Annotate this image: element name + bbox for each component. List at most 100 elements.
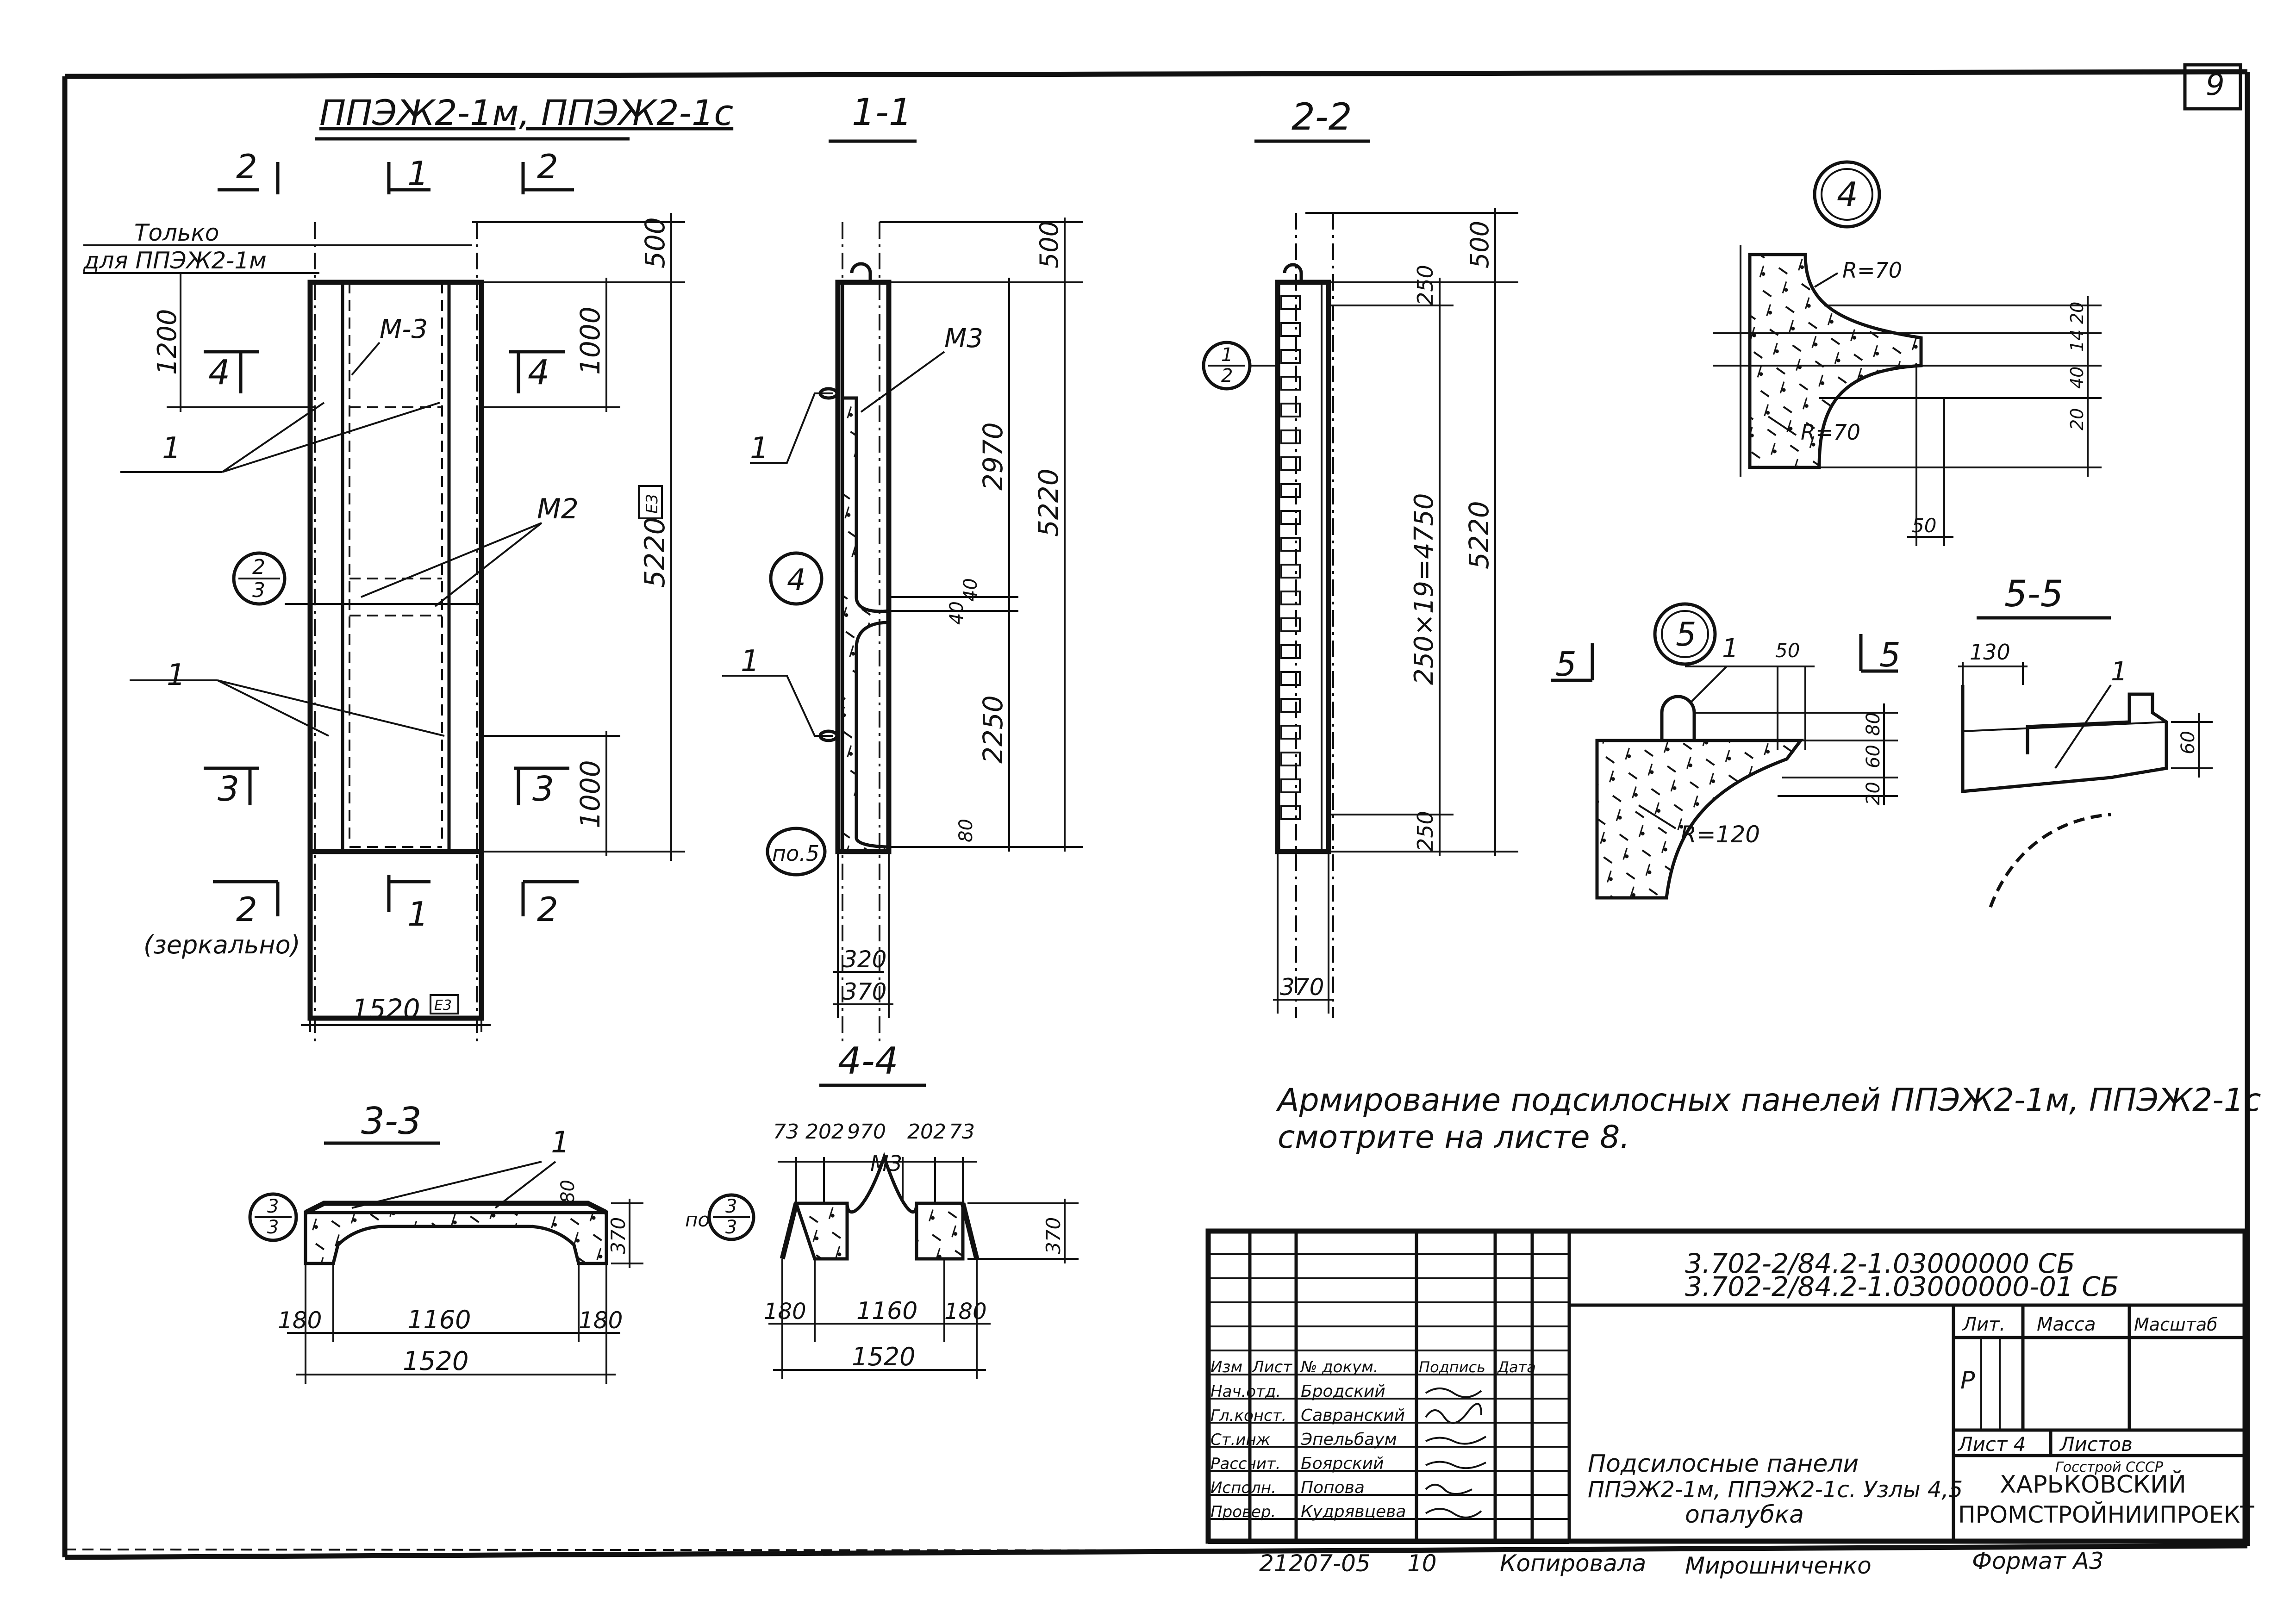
- dim-130: 130: [1970, 640, 2010, 665]
- doc-title-3: опалубка: [1685, 1501, 1804, 1529]
- dim-80: 80: [1863, 712, 1884, 736]
- radius-r120: R=120: [1680, 821, 1760, 848]
- dim-20a: 20: [2067, 302, 2087, 324]
- doc-code-2: 3.702-2/84.2-1.03000000-01 СБ: [1685, 1271, 2119, 1302]
- section-3-3: 3-3 3 3 1 80 370 180 1160 180 1520: [248, 1100, 643, 1384]
- dim-40: 40: [2067, 367, 2087, 389]
- signatures: [1425, 1388, 1487, 1518]
- sheet-frame: 9: [62, 63, 2250, 1560]
- rib-mark: [1280, 483, 1301, 498]
- rib-mark: [1280, 671, 1301, 686]
- dim-1520: 1520: [403, 1346, 469, 1376]
- dim-14: 14: [2067, 330, 2087, 352]
- org-name-2: ПРОМСТРОЙНИИПРОЕКТ: [1958, 1501, 2254, 1528]
- label-mass: Масса: [2037, 1314, 2096, 1335]
- note-line-1: Армирование подсилосных панелей ППЭЖ2-1м…: [1276, 1082, 2261, 1119]
- cut-mark-2-bottom-right: 2: [537, 890, 558, 929]
- dim-80: 80: [955, 819, 977, 842]
- dim-370: 370: [1042, 1217, 1065, 1254]
- role-3: Рассчит.: [1210, 1455, 1281, 1473]
- dim-500: 500: [1035, 221, 1064, 268]
- label-scale: Масштаб: [2134, 1314, 2218, 1335]
- radius-r70-top: R=70: [1842, 258, 1902, 283]
- rib-row: [1280, 295, 1301, 820]
- node-5: 5 5 5 1 50 80 60 20 R=120: [1551, 602, 1901, 900]
- label-m2: М2: [537, 493, 579, 525]
- dim-5220: 5220: [1463, 501, 1495, 569]
- ref-prefix-po: по: [685, 1208, 710, 1231]
- section-33-title: 3-3: [361, 1100, 422, 1143]
- note-line-2: смотрите на листе 8.: [1278, 1119, 1630, 1156]
- footer-inv: 21207-05: [1259, 1550, 1371, 1577]
- cut-mark-2-top-left: 2: [236, 147, 257, 186]
- dim-73-left: 73: [773, 1120, 799, 1144]
- cut-mark-3-left: 3: [218, 769, 239, 809]
- label-pos1-lower: 1: [741, 644, 760, 678]
- section-22-title: 2-2: [1292, 95, 1352, 138]
- rib-mark: [1280, 752, 1301, 766]
- rib-mark: [1280, 778, 1301, 793]
- hdr-list: Лист: [1251, 1358, 1292, 1376]
- dim-20: 20: [1863, 782, 1884, 805]
- dim-50: 50: [1775, 639, 1800, 662]
- sheet-number: 9: [2206, 68, 2225, 102]
- label-pos1: 1: [1722, 634, 1739, 664]
- dim-1160: 1160: [407, 1305, 471, 1334]
- label-pos1-lower: 1: [167, 658, 186, 692]
- rib-mark: [1280, 725, 1301, 740]
- name-3: Боярский: [1301, 1454, 1384, 1473]
- name-1: Савранский: [1301, 1406, 1405, 1425]
- ref-3-den: 3: [725, 1217, 737, 1238]
- footer-copier: Мирошниченко: [1685, 1552, 1872, 1579]
- dim-320: 320: [842, 946, 886, 973]
- dim-2970: 2970: [977, 422, 1009, 491]
- dim-60: 60: [2177, 731, 2199, 754]
- footer-copied: Копировала: [1500, 1550, 1646, 1577]
- dim-180-left: 180: [764, 1299, 806, 1325]
- role-1: Гл.конст.: [1210, 1406, 1286, 1425]
- dim-80: 80: [557, 1180, 579, 1203]
- label-pos1-upper: 1: [162, 431, 181, 466]
- label-lit: Лит.: [1962, 1314, 2005, 1335]
- dim-20b: 20: [2067, 408, 2087, 430]
- sheets-total: Листов: [2059, 1433, 2133, 1456]
- rib-mark: [1280, 376, 1301, 391]
- dim-370: 370: [1280, 974, 1324, 1001]
- dim-5220: 5220: [639, 517, 671, 588]
- name-2: Эпельбаум: [1300, 1430, 1397, 1449]
- doc-title-1: Подсилосные панели: [1588, 1450, 1859, 1478]
- rib-mark: [1280, 322, 1301, 337]
- hdr-sign: Подпись: [1419, 1358, 1485, 1376]
- hdr-izm: Изм: [1210, 1358, 1242, 1376]
- label-pos1-upper: 1: [750, 431, 769, 466]
- ref-3-num: 3: [267, 1196, 279, 1217]
- dim-970: 970: [847, 1120, 886, 1144]
- dim-50: 50: [1912, 514, 1936, 537]
- main-view-title: ППЭЖ2-1м, ППЭЖ2-1с: [319, 92, 733, 133]
- dim-180-left: 180: [278, 1307, 322, 1334]
- dim-250-bottom: 250: [1413, 811, 1438, 852]
- node-ref-5: по.5: [772, 841, 819, 866]
- label-m3: М-3: [380, 314, 428, 344]
- ref-2: 2: [1221, 365, 1233, 386]
- cut-mark-1-bottom: 1: [407, 895, 429, 933]
- sheet-no: Лист 4: [1957, 1433, 2026, 1456]
- stage-letter: Р: [1960, 1367, 1975, 1394]
- role-4: Исполн.: [1210, 1479, 1276, 1497]
- ref-3-den: 3: [267, 1217, 279, 1238]
- section-1-1: 1-1 500 5220 2970 40 40 2250 80 320 370 …: [722, 91, 1083, 1046]
- label-pos1: 1: [2111, 657, 2128, 687]
- dim-1520: 1520: [352, 993, 420, 1025]
- note-only: Только: [134, 219, 219, 246]
- label-m3: М3: [870, 1151, 902, 1176]
- title-block: 3.702-2/84.2-1.03000000 СБ 3.702-2/84.2-…: [1205, 1228, 2254, 1544]
- section-55-title: 5-5: [2004, 573, 2063, 615]
- dim-1520-mark: Е3: [434, 997, 452, 1014]
- node-4-title: 4: [1837, 175, 1858, 214]
- dim-250-top: 250: [1413, 265, 1438, 305]
- section-5-5: 5-5 130 1 60: [1958, 573, 2213, 908]
- dim-202-left: 202: [805, 1120, 844, 1144]
- node-ref-4: 4: [787, 563, 806, 597]
- dim-5220-mark: Е3: [643, 494, 661, 514]
